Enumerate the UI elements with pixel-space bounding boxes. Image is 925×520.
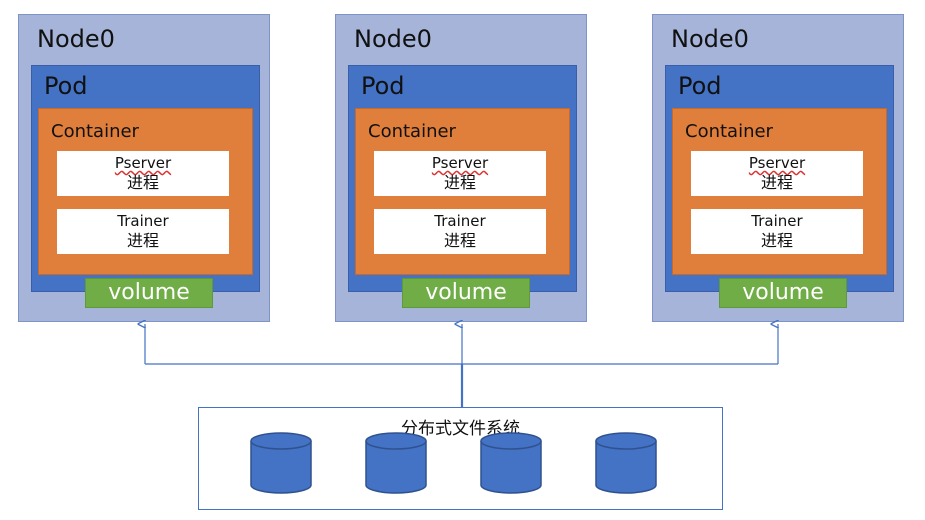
pserver-process-box: Pserver 进程 — [374, 151, 546, 196]
node-label: Node0 — [671, 25, 749, 53]
container-label: Container — [368, 121, 456, 142]
trainer-process-box: Trainer 进程 — [57, 209, 229, 254]
trainer-process-box: Trainer 进程 — [374, 209, 546, 254]
volume-box: volume — [85, 278, 213, 308]
process-sub: 进程 — [443, 173, 476, 192]
pserver-process-box: Pserver 进程 — [691, 151, 863, 196]
process-name: Pserver — [748, 154, 806, 172]
pod-label: Pod — [44, 72, 88, 100]
database-cylinder-icon — [595, 432, 657, 494]
container-label: Container — [51, 121, 139, 142]
pod-box: Pod Container Pserver 进程 Trainer 进程 — [665, 65, 894, 292]
container-box: Container Pserver 进程 Trainer 进程 — [672, 108, 887, 275]
process-name: Pserver — [114, 154, 172, 172]
process-name: Trainer — [117, 212, 169, 230]
container-label: Container — [685, 121, 773, 142]
process-sub: 进程 — [760, 173, 793, 192]
volume-box: volume — [719, 278, 847, 308]
pod-label: Pod — [361, 72, 405, 100]
process-name: Trainer — [434, 212, 486, 230]
process-name: Pserver — [431, 154, 489, 172]
node-box: Node0 Pod Container Pserver 进程 Trainer 进… — [18, 14, 270, 322]
database-cylinder-icon — [480, 432, 542, 494]
process-sub: 进程 — [126, 173, 159, 192]
pserver-process-box: Pserver 进程 — [57, 151, 229, 196]
pod-box: Pod Container Pserver 进程 Trainer 进程 — [348, 65, 577, 292]
container-box: Container Pserver 进程 Trainer 进程 — [38, 108, 253, 275]
database-cylinder-icon — [250, 432, 312, 494]
database-cylinder-icon — [365, 432, 427, 494]
process-sub: 进程 — [760, 231, 793, 250]
node-box: Node0 Pod Container Pserver 进程 Trainer 进… — [335, 14, 587, 322]
node-label: Node0 — [354, 25, 432, 53]
volume-box: volume — [402, 278, 530, 308]
process-sub: 进程 — [443, 231, 476, 250]
node-label: Node0 — [37, 25, 115, 53]
process-sub: 进程 — [126, 231, 159, 250]
pod-label: Pod — [678, 72, 722, 100]
process-name: Trainer — [751, 212, 803, 230]
container-box: Container Pserver 进程 Trainer 进程 — [355, 108, 570, 275]
filesystem-label: 分布式文件系统 — [401, 419, 520, 439]
node-box: Node0 Pod Container Pserver 进程 Trainer 进… — [652, 14, 904, 322]
trainer-process-box: Trainer 进程 — [691, 209, 863, 254]
